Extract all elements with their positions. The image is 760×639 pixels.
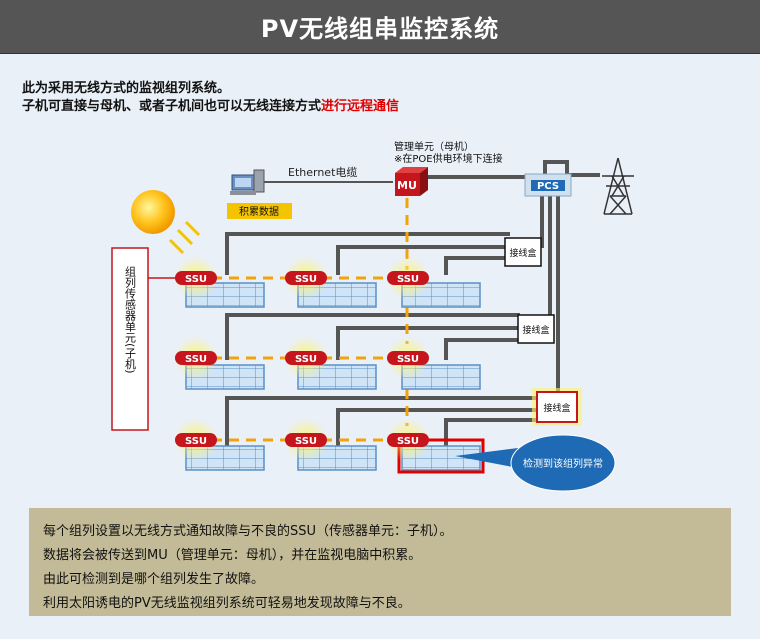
mu-unit: MU (395, 167, 428, 196)
summary-line: 利用太阳诱电的PV无线监视组列系统可轻易地发现故障与不良。 (43, 596, 411, 611)
mu-label: MU (397, 179, 417, 192)
svg-text:SSU: SSU (295, 436, 317, 447)
transmission-tower-icon (602, 157, 634, 215)
intro-line-2-prefix: 子机可直接与母机、或者子机间也可以无线连接方式 (22, 99, 322, 114)
pcs-unit: PCS (524, 173, 572, 197)
ethernet-label: Ethernet电缆 (288, 166, 357, 179)
computer-icon (230, 169, 265, 195)
summary-line: 每个组列设置以无线方式通知故障与不良的SSU（传感器单元：子机）。 (43, 524, 453, 539)
intro-line-2: 子机可直接与母机、或者子机间也可以无线连接方式进行远程通信 (22, 98, 399, 116)
data-accum-label: 积累数据 (239, 205, 279, 218)
svg-text:接线盒: 接线盒 (543, 402, 570, 414)
sun-icon (131, 190, 201, 255)
page-title: PV无线组串监控系统 (0, 0, 760, 54)
intro-text: 此为采用无线方式的监视组列系统。 子机可直接与母机、或者子机间也可以无线连接方式… (22, 80, 399, 116)
intro-highlight: 进行远程通信 (321, 99, 400, 114)
svg-text:SSU: SSU (185, 354, 207, 365)
sensor-unit-callout: 组列传感器单元(子机) (111, 247, 180, 431)
ssu-badge: SSU (386, 336, 430, 380)
junction-box-2: 接线盒 (517, 314, 555, 344)
pv-arrays (185, 282, 485, 474)
ssu-badge: SSU (174, 256, 218, 300)
anomaly-label: 检测到该组列异常 (523, 457, 603, 470)
svg-text:接线盒: 接线盒 (522, 324, 549, 336)
intro-line-1: 此为采用无线方式的监视组列系统。 (22, 81, 231, 96)
summary-box: 每个组列设置以无线方式通知故障与不良的SSU（传感器单元：子机）。 数据将会被传… (29, 508, 731, 616)
ssu-badge: SSU (174, 336, 218, 380)
summary-line: 由此可检测到是哪个组列发生了故障。 (43, 572, 265, 587)
ssu-badge: SSU (284, 418, 328, 462)
cables (225, 160, 600, 447)
junction-box-3-alert: 接线盒 (532, 388, 582, 426)
pcs-label: PCS (537, 181, 559, 192)
anomaly-callout: 检测到该组列异常 (455, 434, 616, 492)
sensor-unit-label: 组列传感器单元(子机) (124, 265, 137, 374)
svg-text:SSU: SSU (397, 436, 419, 447)
ssu-badges: SSU SSU SSU SSU SSU SSU SSU SSU SSU (174, 256, 430, 462)
ssu-badge: SSU (284, 256, 328, 300)
data-accum-badge (227, 203, 292, 219)
mu-title: 管理单元（母机） (394, 140, 474, 153)
mu-note: ※在POE供电环境下连接 (394, 152, 503, 165)
svg-text:SSU: SSU (295, 354, 317, 365)
svg-text:SSU: SSU (185, 436, 207, 447)
ssu-badge: SSU (386, 256, 430, 300)
svg-text:SSU: SSU (397, 274, 419, 285)
ssu-badge: SSU (386, 418, 430, 462)
svg-text:SSU: SSU (397, 354, 419, 365)
svg-text:接线盒: 接线盒 (509, 247, 536, 259)
summary-line: 数据将会被传送到MU（管理单元：母机），并在监视电脑中积累。 (43, 548, 422, 563)
svg-text:SSU: SSU (185, 274, 207, 285)
ssu-badge: SSU (174, 418, 218, 462)
junction-box-1: 接线盒 (504, 237, 542, 267)
ssu-badge: SSU (284, 336, 328, 380)
svg-text:SSU: SSU (295, 274, 317, 285)
